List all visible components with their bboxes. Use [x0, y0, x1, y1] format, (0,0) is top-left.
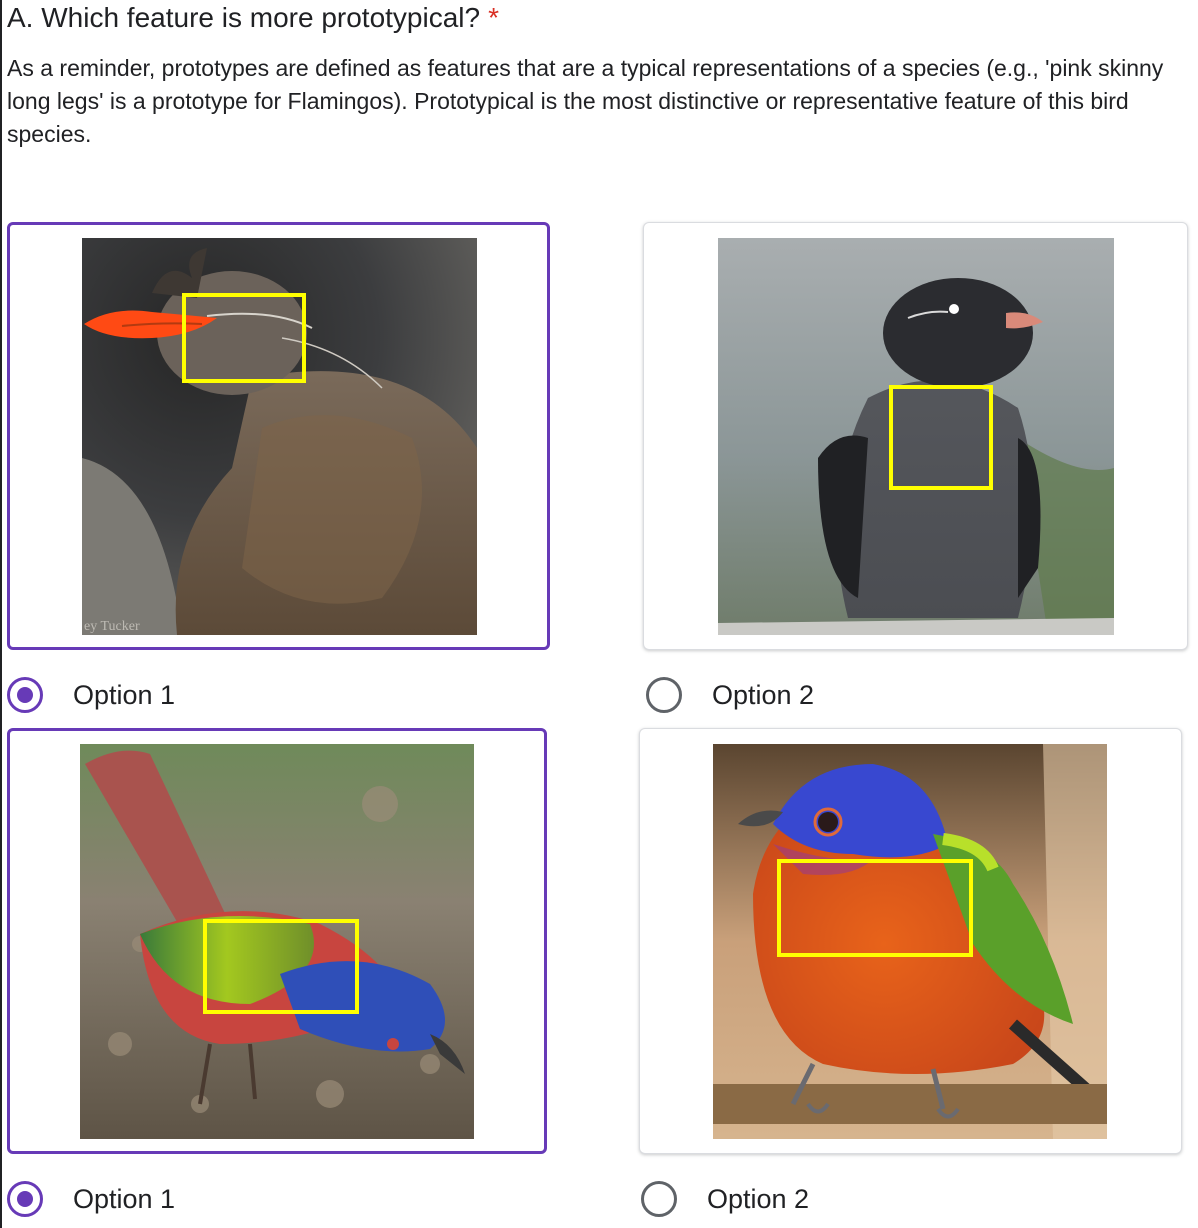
left-rule [0, 0, 2, 1228]
bird-image-crested-auklet-brown: ey Tucker [82, 238, 477, 635]
option-row1-option1[interactable]: Option 1 [7, 677, 175, 713]
bird-image-painted-bunting-perched [713, 744, 1107, 1139]
radio-row2-option1[interactable] [7, 1181, 43, 1217]
option-row2-option1[interactable]: Option 1 [7, 1181, 175, 1217]
option-row1-option2[interactable]: Option 2 [646, 677, 814, 713]
radio-row2-option2[interactable] [641, 1181, 677, 1217]
radio-row1-option2[interactable] [646, 677, 682, 713]
photo-watermark: ey Tucker [84, 619, 140, 634]
option-label: Option 2 [707, 1183, 810, 1214]
option-row2-option2[interactable]: Option 2 [641, 1181, 809, 1217]
bird-image-painted-bunting-foraging [80, 744, 474, 1139]
option-label: Option 1 [73, 1183, 176, 1214]
radio-row1-option1[interactable] [7, 677, 43, 713]
question-title: A. Which feature is more prototypical?* [7, 2, 499, 34]
question-title-text: A. Which feature is more prototypical? [7, 2, 481, 33]
required-asterisk: * [488, 2, 499, 33]
bird-image-gray-auklet [718, 238, 1114, 635]
option-label: Option 2 [712, 679, 815, 710]
option-label: Option 1 [73, 679, 176, 710]
question-description: As a reminder, prototypes are defined as… [7, 55, 1164, 147]
